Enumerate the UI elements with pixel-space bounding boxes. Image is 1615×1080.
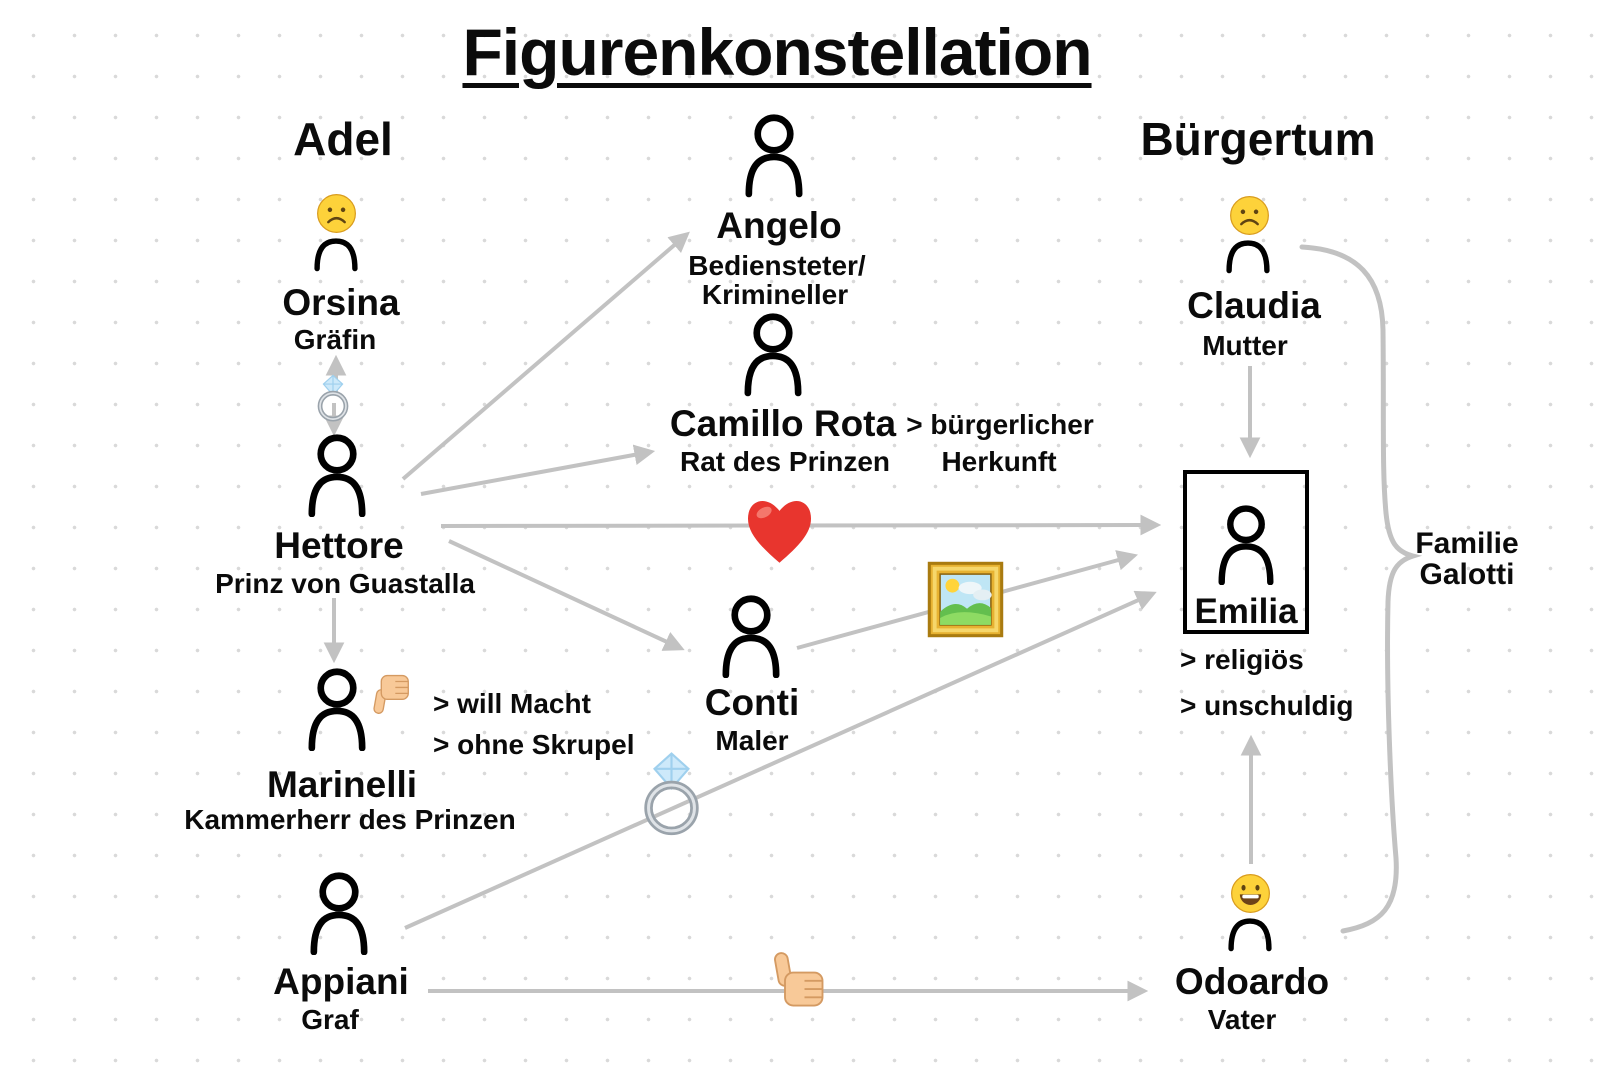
family-galotti-line2: Galotti xyxy=(1419,558,1515,591)
node-emilia-name: Emilia xyxy=(1194,592,1298,631)
node-marinelli-role: Kammerherr des Prinzen xyxy=(184,804,516,835)
node-emilia-trait1: > religiös xyxy=(1180,644,1304,675)
node-odoardo-role: Vater xyxy=(1207,1004,1277,1035)
person-icon xyxy=(714,595,788,678)
page-title: Figurenkonstellation xyxy=(462,15,1092,89)
node-conti-name: Conti xyxy=(704,682,800,723)
sad-face-icon xyxy=(316,193,357,234)
ring-icon xyxy=(629,751,714,836)
edge-hettore-camillo-arrow xyxy=(420,444,656,496)
node-marinelli-trait1: > will Macht xyxy=(433,688,591,719)
node-angelo-role-line1: Bediensteter/ xyxy=(688,250,866,281)
emilia-box xyxy=(1183,470,1309,634)
sad-face-icon xyxy=(1229,195,1270,236)
node-hettore-role: Prinz von Guastalla xyxy=(215,568,475,599)
node-marinelli-trait2: > ohne Skrupel xyxy=(433,729,635,760)
person-icon xyxy=(300,434,374,517)
node-camillo-name: Camillo Rota xyxy=(669,403,897,444)
node-claudia-name: Claudia xyxy=(1187,285,1321,326)
node-orsina-role: Gräfin xyxy=(293,324,377,355)
node-claudia-role: Mutter xyxy=(1202,330,1288,361)
thumbs-down-icon xyxy=(364,668,418,722)
node-appiani-role: Graf xyxy=(301,1004,359,1035)
node-camillo-note-line1: > bürgerlicher xyxy=(906,409,1094,440)
happy-face-icon xyxy=(1230,873,1271,914)
node-odoardo-name: Odoardo xyxy=(1174,961,1330,1002)
node-camillo-note-line2: Herkunft xyxy=(941,446,1057,477)
person-body-icon xyxy=(309,229,363,279)
heart-icon xyxy=(739,489,820,570)
node-emilia-trait2: > unschuldig xyxy=(1180,690,1354,721)
framed-picture-icon xyxy=(927,561,1004,638)
group-heading-adel: Adel xyxy=(293,113,393,165)
person-body-icon xyxy=(1223,909,1277,959)
person-icon xyxy=(1209,505,1283,585)
edge-appiani-emilia-arrow xyxy=(404,590,1157,930)
family-galotti-line1: Familie xyxy=(1415,527,1519,560)
edge-hettore-angelo-arrow xyxy=(401,231,690,481)
person-icon xyxy=(736,312,810,397)
node-marinelli-name: Marinelli xyxy=(266,764,418,805)
person-icon xyxy=(737,113,811,198)
node-angelo-role-line2: Krimineller xyxy=(701,279,849,310)
thumbs-up-icon xyxy=(761,941,836,1016)
person-body-icon xyxy=(1221,231,1275,281)
node-camillo-role: Rat des Prinzen xyxy=(679,446,891,477)
group-heading-buergertum: Bürgertum xyxy=(1140,113,1376,165)
node-conti-role: Maler xyxy=(715,725,789,756)
node-hettore-name: Hettore xyxy=(274,525,404,566)
edge-hettore-conti-arrow xyxy=(448,539,685,651)
person-icon xyxy=(300,668,374,751)
node-angelo-name: Angelo xyxy=(716,205,842,246)
node-appiani-name: Appiani xyxy=(273,961,409,1002)
ring-icon xyxy=(309,374,357,422)
family-galotti-brace xyxy=(1299,244,1423,934)
node-orsina-name: Orsina xyxy=(282,282,400,323)
person-icon xyxy=(302,872,376,955)
family-galotti-label: Familie Galotti xyxy=(1415,528,1518,590)
